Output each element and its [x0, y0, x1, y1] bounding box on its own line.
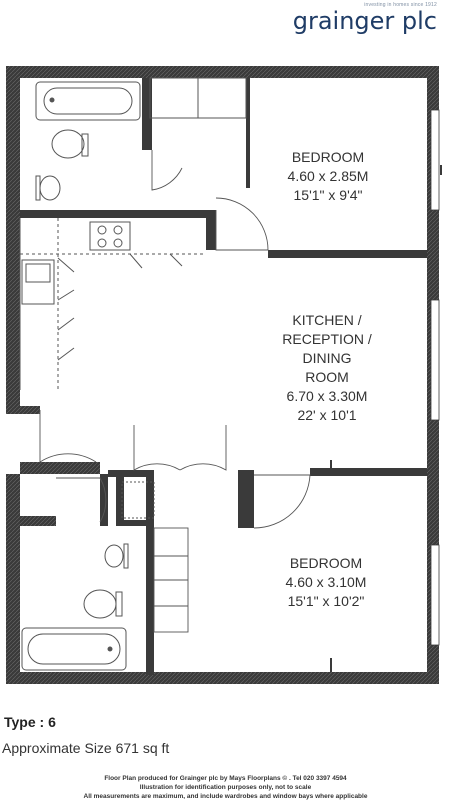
footer-line-3: All measurements are maximum, and includ… — [83, 793, 368, 800]
door-swings — [39, 150, 311, 529]
bathroom-bottom-fixtures — [21, 543, 129, 671]
outer-walls — [6, 66, 439, 684]
bedroom-1-label: BEDROOM 4.60 x 2.85M 15'1" x 9'4" — [268, 148, 388, 205]
bedroom-1-name: BEDROOM — [291, 149, 365, 165]
windows — [430, 109, 440, 646]
internal-walls — [20, 78, 427, 675]
bedroom-2-imperial: 15'1" x 10'2" — [287, 593, 365, 609]
footer-disclaimer: Floor Plan produced for Grainger plc by … — [0, 774, 451, 801]
brand-name: grainger plc — [292, 7, 437, 35]
bedroom-2-metric: 4.60 x 3.10M — [285, 574, 367, 590]
type-label: Type : 6 — [4, 714, 56, 730]
kitchen-fixtures — [19, 218, 205, 390]
bedroom-1-imperial: 15'1" x 9'4" — [293, 187, 363, 203]
kitchen-imperial: 22' x 10'1 — [297, 407, 357, 423]
bedroom-2-name: BEDROOM — [289, 555, 363, 571]
radiators — [330, 165, 442, 672]
kitchen-label: KITCHEN / RECEPTION / DINING ROOM 6.70 x… — [262, 311, 392, 425]
footer-line-1: Floor Plan produced for Grainger plc by … — [104, 775, 347, 782]
floor-plan — [6, 66, 442, 684]
brand-tagline: investing in homes since 1912 — [364, 2, 437, 8]
kitchen-name-line-1: KITCHEN / — [292, 312, 362, 328]
approx-size: Approximate Size 671 sq ft — [2, 740, 170, 756]
footer-line-2: Illustration for identification purposes… — [139, 784, 312, 791]
bedroom-2-label: BEDROOM 4.60 x 3.10M 15'1" x 10'2" — [266, 554, 386, 611]
kitchen-metric: 6.70 x 3.30M — [286, 388, 368, 404]
kitchen-name-line-4: ROOM — [305, 369, 349, 385]
bathroom-top-fixtures — [35, 77, 247, 201]
brand-logo[interactable]: investing in homes since 1912 grainger p… — [293, 2, 437, 33]
kitchen-name-line-3: DINING — [302, 350, 352, 366]
bedroom-1-metric: 4.60 x 2.85M — [287, 168, 369, 184]
wardrobes — [121, 481, 189, 633]
kitchen-name-line-2: RECEPTION / — [282, 331, 372, 347]
